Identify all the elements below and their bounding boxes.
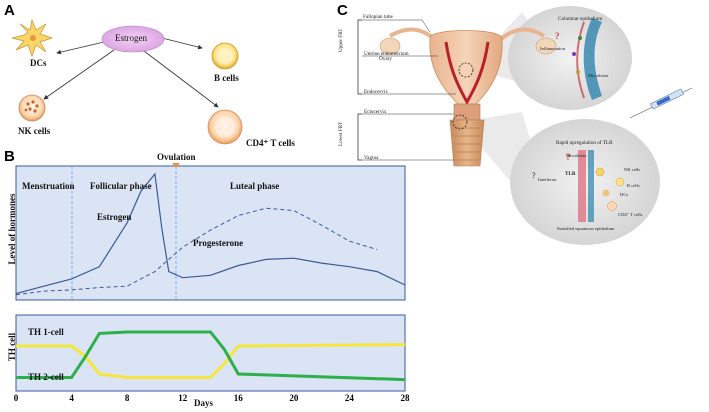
x-tick-label: 12 — [178, 393, 188, 403]
panel-b-chart: 0 4 8 12 16 20 24 28 — [14, 163, 411, 403]
lower-dcs-label: DCs — [620, 192, 629, 197]
left-ovary-icon — [379, 37, 401, 55]
ovulation-label: Ovulation — [157, 152, 196, 162]
columnar-epithelium-label: Columnar epithelium — [558, 16, 603, 22]
syringe-icon — [629, 87, 693, 119]
cd4-t-cells-label: CD4⁺ T cells — [246, 138, 295, 148]
x-tick-label: 24 — [345, 393, 355, 403]
nk-cell-icon — [18, 94, 46, 122]
panel-label-b: B — [4, 148, 15, 165]
estrogen-line — [15, 172, 406, 295]
lower-cd4-t-cells-label: CD4⁺ T cells — [618, 212, 643, 217]
ovulation-marker-icon — [172, 163, 180, 168]
stratified-epithelium-label: Stratified squamous epithelium — [557, 226, 615, 231]
lower-microbiota-label: Microbiota — [566, 153, 587, 158]
luteal-phase-label: Luteal phase — [230, 181, 280, 191]
lower-b-cells-label: B cells — [627, 183, 640, 188]
inflammation-label: Inflammation — [540, 46, 566, 51]
svg-text:?: ? — [566, 152, 571, 162]
progesterone-line — [15, 207, 378, 296]
panel-a-diagram — [11, 18, 243, 145]
vagina-label: Vagina — [364, 155, 379, 161]
panel-label-c: C — [337, 2, 348, 19]
interferon-label: Interferon — [538, 177, 557, 182]
x-tick-label: 4 — [69, 393, 74, 403]
x-tick-label: 8 — [125, 393, 130, 403]
follicular-phase-label: Follicular phase — [90, 181, 152, 191]
svg-text:?: ? — [555, 31, 560, 41]
uterine-endometrium-label: Uterine endometrium — [364, 51, 409, 57]
x-tick-label: 20 — [289, 393, 299, 403]
y-axis-label-hormones: Level of hormones — [7, 193, 17, 265]
columnar-epithelium-band — [583, 18, 602, 100]
ovary-label: Ovary — [379, 56, 392, 62]
uterus-icon — [429, 30, 503, 105]
cd4-t-cell-icon — [207, 109, 243, 145]
x-axis-label: Days — [194, 398, 214, 408]
x-tick-label: 28 — [401, 393, 411, 403]
estrogen-series-label: Estrogen — [97, 212, 132, 222]
svg-text:?: ? — [532, 171, 536, 180]
dc-cell-icon — [11, 18, 54, 58]
upper-frt-label: Upper FRT — [338, 28, 344, 52]
cervix-icon — [453, 103, 481, 121]
y-axis-label-th: TH cell — [7, 332, 17, 362]
dcs-label: DCs — [30, 58, 47, 68]
th2-series-label: TH 2-cell — [28, 372, 64, 382]
lower-focus-circle — [452, 114, 468, 130]
estrogen-hub-label: Estrogen — [115, 33, 147, 43]
panel-label-a: A — [4, 2, 15, 19]
th2-line — [16, 330, 406, 382]
x-tick-label: 16 — [234, 393, 244, 403]
upper-microbiota-label: Microbiota — [588, 73, 609, 78]
menstruation-label: Menstruation — [22, 181, 75, 191]
b-cell-icon — [211, 42, 239, 70]
lower-frt-label: Lower FRT — [338, 121, 344, 146]
lower-frt-bracket — [357, 113, 362, 161]
nk-cells-label: NK cells — [18, 126, 51, 136]
hormone-plot-area — [15, 165, 406, 301]
upper-frt-bracket — [357, 19, 362, 95]
ectocervix-label: Ectocervix — [364, 109, 387, 115]
panel-c-diagram: ? ? ? — [357, 6, 693, 245]
vagina-icon — [449, 119, 485, 167]
tlr-upregulation-label: Rapid upregulation of TLR — [556, 140, 613, 146]
stratified-epithelium-band — [578, 150, 586, 222]
right-ovary-icon — [535, 37, 557, 55]
b-cells-label: B cells — [214, 73, 239, 83]
th1-line — [16, 343, 406, 379]
endocervix-label: Endocervix — [364, 89, 388, 95]
progesterone-series-label: Progesterone — [193, 238, 244, 248]
x-tick-label: 0 — [14, 393, 19, 403]
th-plot-area — [15, 314, 406, 392]
th1-series-label: TH 1-cell — [28, 327, 64, 337]
tlr-label: TLR — [565, 171, 576, 177]
estrogen-node — [101, 25, 165, 53]
upper-focus-circle — [458, 62, 474, 78]
lower-nk-cells-label: NK cells — [624, 167, 641, 172]
fallopian-tube-label: Fallopian tube — [363, 14, 393, 20]
